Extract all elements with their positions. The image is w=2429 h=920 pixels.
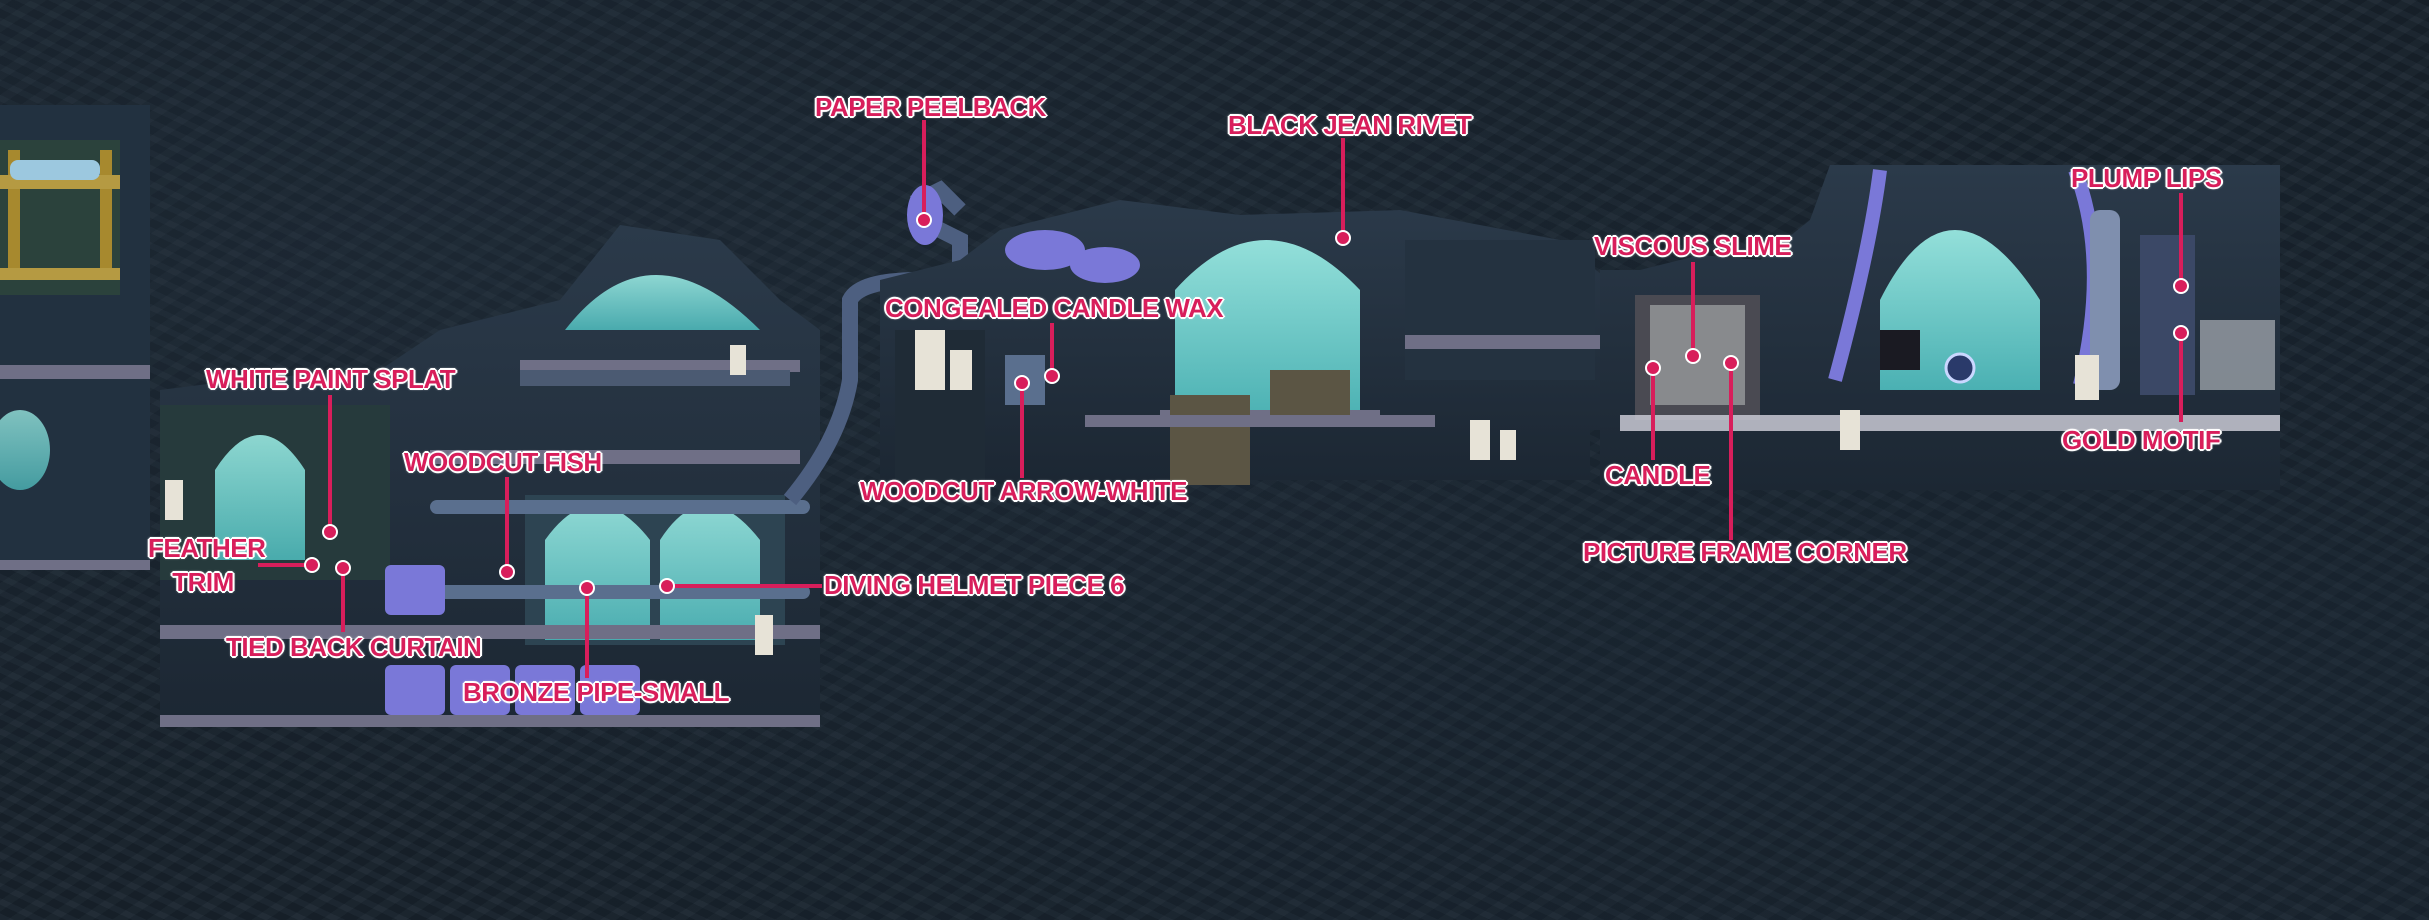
label-tied-back-curtain: TIED BACK CURTAIN xyxy=(226,632,482,662)
label-paper-peelback: PAPER PEELBACK xyxy=(815,92,1046,122)
marker-picture-frame-corner xyxy=(1723,355,1739,371)
marker-tied-back-curtain xyxy=(335,560,351,576)
marker-black-jean-rivet xyxy=(1335,230,1351,246)
marker-diving-helmet-piece-6 xyxy=(659,578,675,594)
marker-feather-trim xyxy=(304,557,320,573)
label-congealed-candle-wax: CONGEALED CANDLE WAX xyxy=(885,293,1224,323)
marker-gold-motif xyxy=(2173,325,2189,341)
label-bronze-pipe-small: BRONZE PIPE-SMALL xyxy=(463,677,729,707)
label-gold-motif: GOLD MOTIF xyxy=(2062,425,2221,455)
level-section-right xyxy=(1600,165,2280,490)
marker-woodcut-fish xyxy=(499,564,515,580)
label-feather-trim-line2: TRIM xyxy=(172,567,234,597)
callout-leaders xyxy=(258,120,2189,678)
label-candle: CANDLE xyxy=(1605,460,1711,490)
label-woodcut-arrow-white: WOODCUT ARROW-WHITE xyxy=(860,476,1187,506)
marker-congealed-candle-wax xyxy=(1044,368,1060,384)
marker-paper-peelback xyxy=(916,212,932,228)
label-diving-helmet-piece-6: DIVING HELMET PIECE 6 xyxy=(824,570,1125,600)
level-section-left-rooms xyxy=(160,225,820,727)
marker-plump-lips xyxy=(2173,278,2189,294)
marker-woodcut-arrow-white xyxy=(1014,375,1030,391)
marker-viscous-slime xyxy=(1685,348,1701,364)
label-viscous-slime: VISCOUS SLIME xyxy=(1594,231,1792,261)
level-section-middle xyxy=(880,200,1620,485)
marker-candle xyxy=(1645,360,1661,376)
label-black-jean-rivet: BLACK JEAN RIVET xyxy=(1228,110,1472,140)
label-feather-trim-line1: FEATHER xyxy=(148,533,266,563)
marker-white-paint-splat xyxy=(322,524,338,540)
label-woodcut-fish: WOODCUT FISH xyxy=(404,447,602,477)
label-white-paint-splat: WHITE PAINT SPLAT xyxy=(206,364,456,394)
label-plump-lips: PLUMP LIPS xyxy=(2071,163,2222,193)
marker-bronze-pipe-small xyxy=(579,580,595,596)
label-picture-frame-corner: PICTURE FRAME CORNER xyxy=(1583,537,1907,567)
level-section-far-left xyxy=(0,105,150,570)
